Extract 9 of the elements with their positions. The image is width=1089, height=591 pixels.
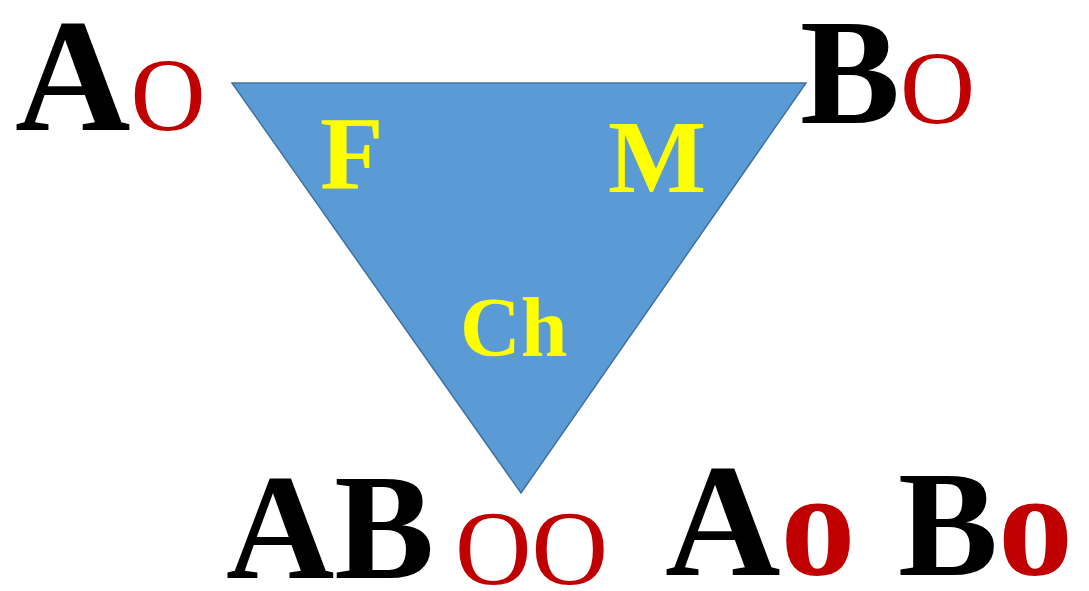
allele-label: BO <box>800 16 976 129</box>
allele-label: AO <box>15 16 206 136</box>
allele-label: OO <box>455 509 609 589</box>
node-label: Ch <box>460 286 568 370</box>
allele-label: Ao <box>665 461 856 581</box>
node-label: M <box>608 105 707 209</box>
node-label: F <box>320 101 384 205</box>
allele-label: Bo <box>898 468 1074 581</box>
allele-label: AB <box>226 471 435 584</box>
